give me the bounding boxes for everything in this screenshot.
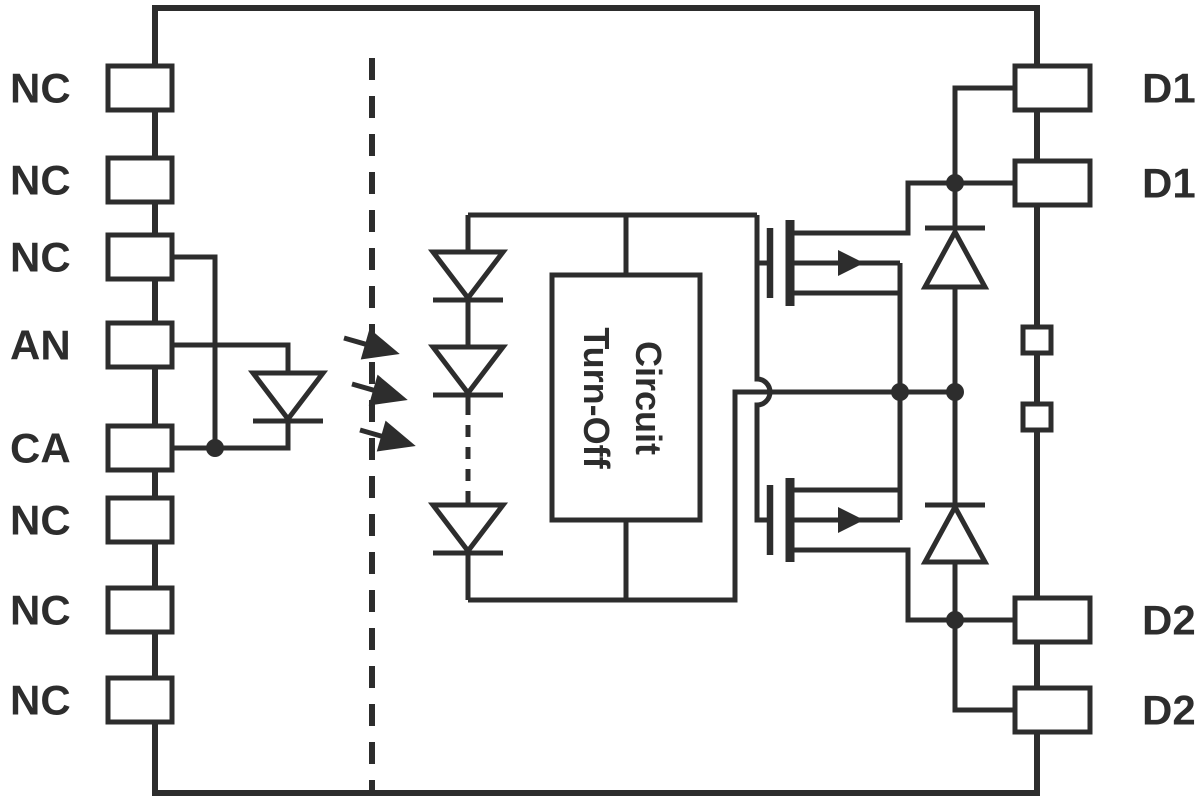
- mosfet-lower: [766, 392, 951, 623]
- pin-stub-small: [1020, 401, 1054, 433]
- wire-common-source-rail: [468, 389, 955, 603]
- pin-d2-1: [1012, 595, 1093, 645]
- pin-ca: [105, 423, 175, 473]
- pin-nc-8: [105, 675, 175, 725]
- junction-dot: [891, 383, 909, 401]
- wire-anode: [172, 342, 291, 373]
- photodiode-icon: [427, 344, 509, 398]
- pins-left: [105, 63, 175, 725]
- pin-nc-1: [105, 63, 175, 113]
- pin-label: NC: [10, 497, 71, 544]
- pin-label: D2: [1142, 687, 1196, 734]
- turn-off-circuit-block: Turn-Off Circuit: [549, 215, 703, 600]
- wire-drain: [792, 547, 951, 623]
- junction-dot: [206, 439, 224, 457]
- pin-label: NC: [10, 157, 71, 204]
- pin-label: NC: [10, 677, 71, 724]
- light-ray-arrow-icon: [343, 328, 400, 360]
- pin-nc-2: [105, 155, 175, 205]
- turn-off-label-line1: Turn-Off: [576, 327, 617, 469]
- pin-labels-right: D1 D1 D2 D2: [1142, 65, 1196, 734]
- pin-d1-1: [1012, 63, 1093, 113]
- turn-off-circuit-box: [549, 272, 703, 523]
- photodiode-icon: [427, 249, 509, 303]
- junction-dot: [946, 383, 964, 401]
- light-ray-arrow-icon: [359, 420, 416, 452]
- mosfet-arrow-icon: [838, 250, 864, 276]
- light-emission-arrows: [343, 328, 416, 452]
- photodiode-array: [427, 215, 509, 600]
- mosfet-upper: [766, 180, 951, 392]
- pin-label: D1: [1142, 65, 1196, 112]
- light-ray-arrow-icon: [351, 374, 408, 406]
- mosfet-arrow-icon: [838, 507, 864, 533]
- pin-nc-6: [105, 495, 175, 545]
- junction-dot: [946, 611, 964, 629]
- pin-an: [105, 320, 175, 370]
- pins-right: [1012, 63, 1093, 735]
- pin-label: CA: [10, 425, 71, 472]
- pin-label: NC: [10, 587, 71, 634]
- pin-label: NC: [10, 65, 71, 112]
- pin-stub-small: [1020, 324, 1054, 356]
- wire-nc3-tie: [172, 254, 218, 448]
- pin-label: NC: [10, 234, 71, 281]
- pin-nc-7: [105, 585, 175, 635]
- junction-dot: [946, 174, 964, 192]
- pin-label: D2: [1142, 597, 1196, 644]
- photodiode-icon: [427, 502, 509, 556]
- input-led-circuit: [172, 254, 329, 457]
- output-wiring: [891, 85, 1015, 713]
- pin-nc-3: [105, 232, 175, 282]
- wire-d2-pins: [952, 617, 1015, 713]
- pin-d2-2: [1012, 685, 1093, 735]
- led-diode-icon: [247, 370, 329, 424]
- turn-off-label-line2: Circuit: [628, 341, 669, 455]
- wire-gate-bus-with-hop: [754, 215, 773, 523]
- gate-drive-rails: [468, 212, 955, 603]
- wire-drain: [792, 180, 951, 236]
- pin-d1-2: [1012, 158, 1093, 208]
- pin-labels-left: NC NC NC AN CA NC NC NC: [10, 65, 71, 724]
- pin-label: D1: [1142, 160, 1196, 207]
- pin-label: AN: [10, 322, 71, 369]
